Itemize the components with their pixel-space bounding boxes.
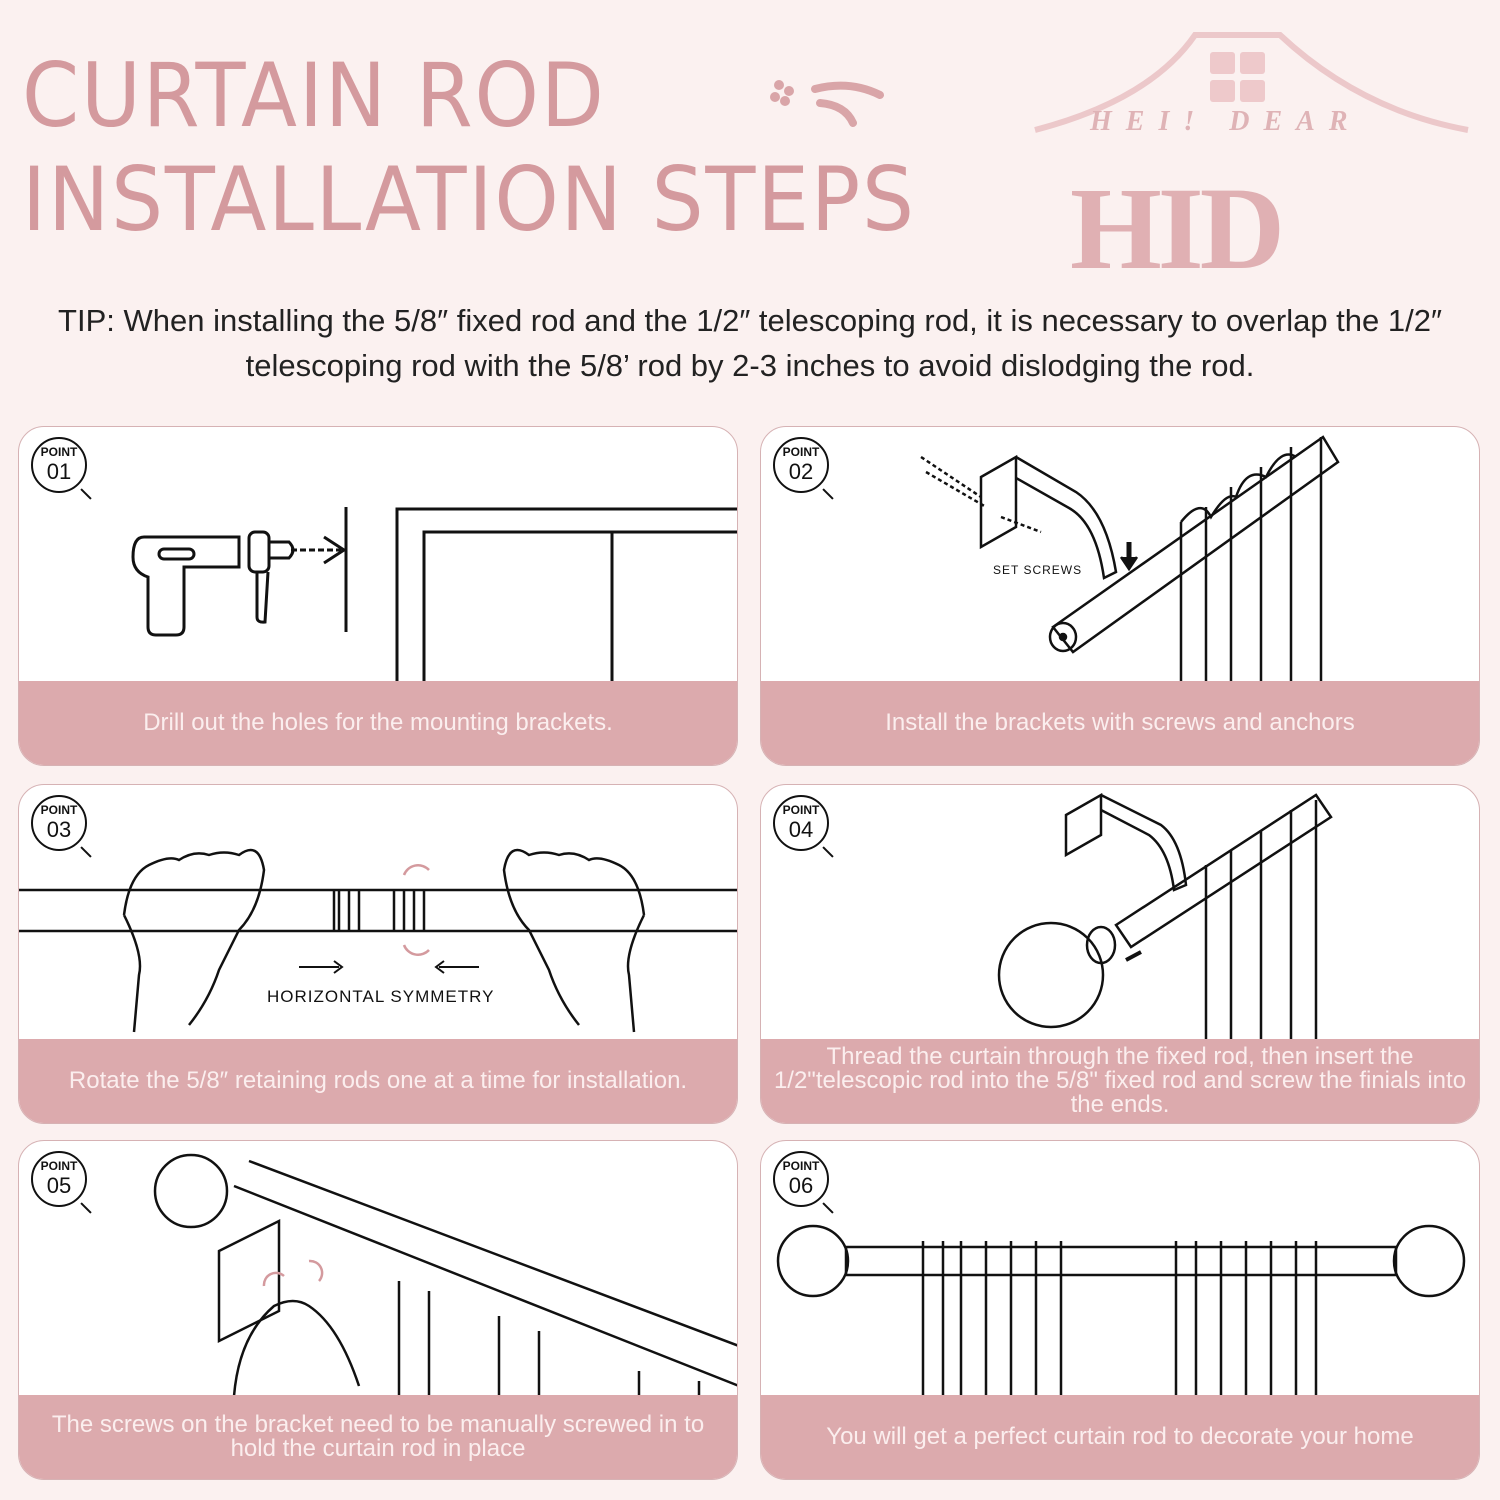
drill-illustration — [131, 507, 737, 714]
installation-tip: TIP: When installing the 5/8″ fixed rod … — [58, 303, 1442, 383]
step-caption: Install the brackets with screws and anc… — [761, 681, 1479, 765]
step-caption: Drill out the holes for the mounting bra… — [19, 681, 737, 765]
step-caption: Thread the curtain through the fixed rod… — [761, 1039, 1479, 1123]
brand-logo: HEI! DEAR HID — [1030, 30, 1470, 294]
horizontal-symmetry-label: HORIZONTAL SYMMETRY — [267, 987, 495, 1006]
page-title-line1: CURTAIN ROD — [22, 44, 606, 147]
svg-text:HID: HID — [1070, 163, 1281, 294]
svg-text:HEI! DEAR: HEI! DEAR — [1089, 106, 1362, 137]
set-screws-label: SET SCREWS — [993, 563, 1083, 577]
step-caption: The screws on the bracket need to be man… — [19, 1395, 737, 1479]
bracket-install-illustration — [920, 435, 1340, 682]
step-caption: Rotate the 5/8″ retaining rods one at a … — [19, 1039, 737, 1123]
flower-decoration-icon — [770, 80, 884, 127]
rod-rotate-illustration — [19, 848, 737, 1033]
finial-install-illustration — [997, 792, 1333, 1040]
step-caption: You will get a perfect curtain rod to de… — [761, 1395, 1479, 1479]
page-title-line2: INSTALLATION STEPS — [22, 148, 916, 251]
tighten-screws-illustration — [153, 1153, 737, 1397]
finished-rod-illustration — [776, 1224, 1466, 1479]
